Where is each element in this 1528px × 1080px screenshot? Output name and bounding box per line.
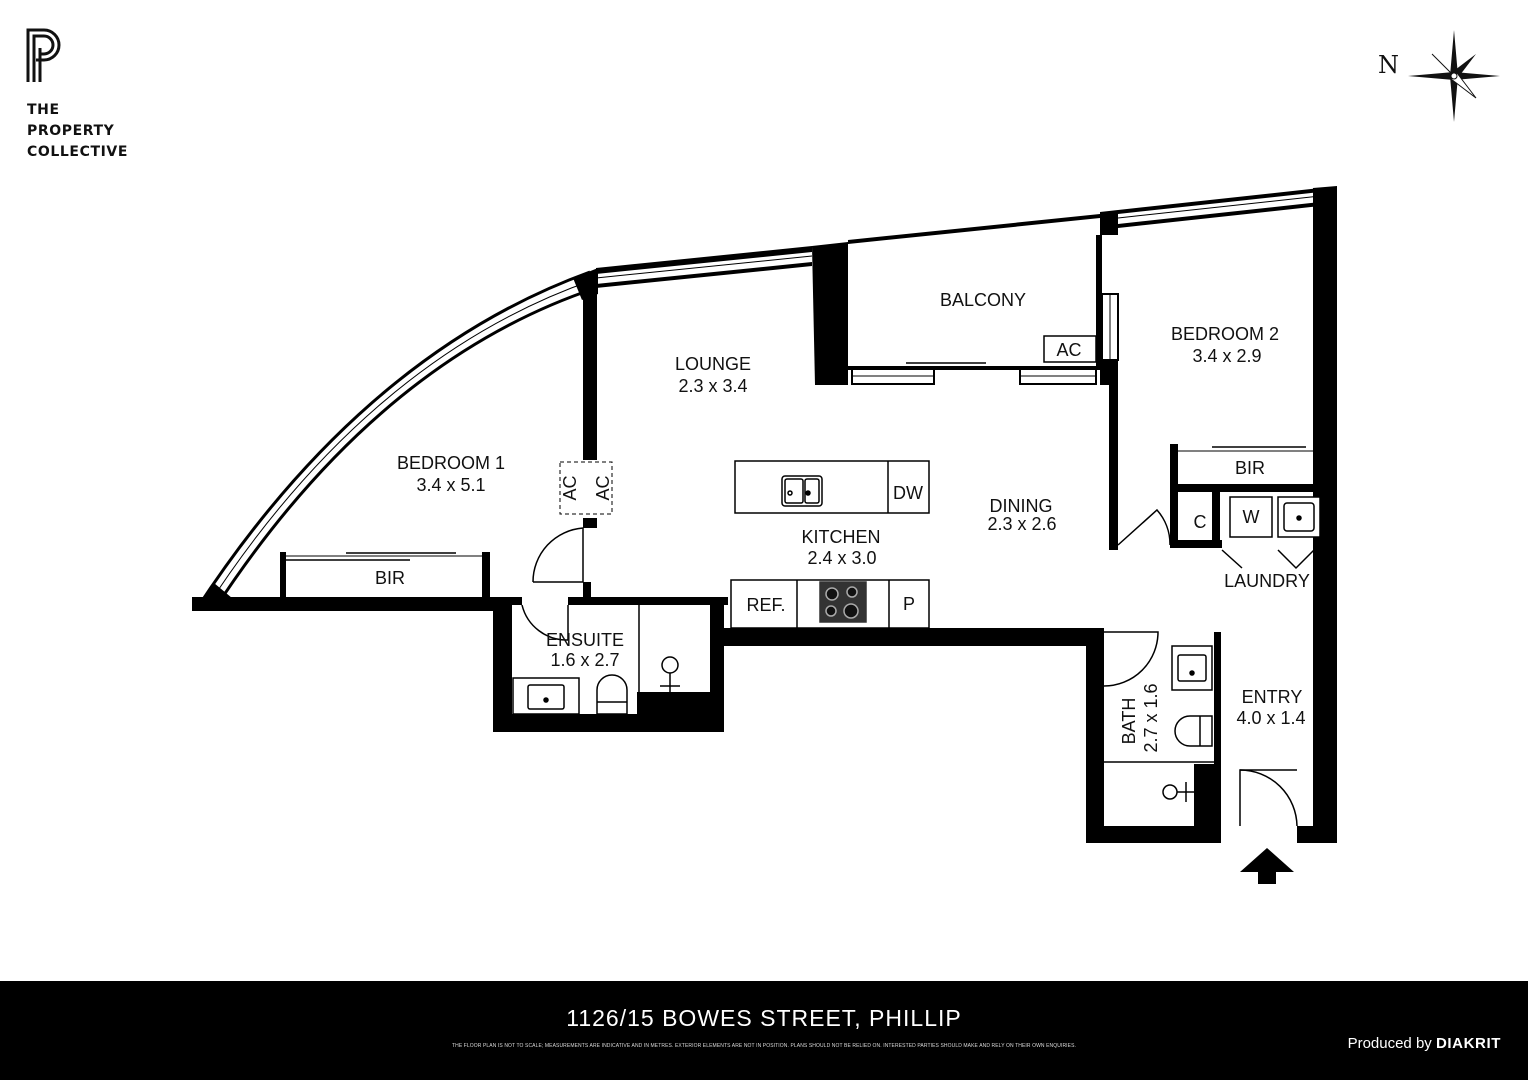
lounge-size: 2.3 x 3.4	[678, 376, 747, 396]
brand-name: THE PROPERTY COLLECTIVE	[27, 100, 128, 163]
brand-line-2: PROPERTY	[27, 123, 115, 139]
laundry-name: LAUNDRY	[1224, 571, 1310, 591]
disclaimer: THE FLOOR PLAN IS NOT TO SCALE; MEASUREM…	[451, 1043, 1077, 1049]
bedroom2-size: 3.4 x 2.9	[1192, 346, 1261, 366]
dishwasher-label: DW	[893, 483, 923, 503]
kitchen-size: 2.4 x 3.0	[807, 548, 876, 568]
property-collective-logo-icon	[26, 28, 61, 82]
ac-lounge-label: AC	[593, 475, 613, 500]
dining-name: DINING	[990, 496, 1053, 516]
walls	[192, 186, 1337, 843]
bath-size: 2.7 x 1.6	[1141, 683, 1161, 752]
producer-brand: DIAKRIT	[1435, 1035, 1501, 1052]
pantry-label: P	[903, 594, 915, 614]
ac-unit-balcony	[1043, 335, 1097, 363]
bedroom1-name: BEDROOM 1	[397, 453, 505, 473]
ac-units	[559, 461, 613, 515]
floor-plan: BALCONY LOUNGE 2.3 x 3.4 BEDROOM 1 3.4 x…	[192, 186, 1337, 884]
bir-bedroom1-label: BIR	[375, 568, 405, 588]
footer-bar: 1126/15 BOWES STREET, PHILLIP THE FLOOR …	[0, 981, 1528, 1080]
fridge-label: REF.	[746, 595, 785, 615]
ac-bedroom1-label: AC	[560, 475, 580, 500]
balcony-name: BALCONY	[940, 290, 1026, 310]
dining-size: 2.3 x 2.6	[987, 514, 1056, 534]
bath-name: BATH	[1119, 698, 1139, 745]
producer-prefix: Produced by	[1347, 1035, 1432, 1052]
bir-bedroom2-label: BIR	[1235, 458, 1265, 478]
lounge-name: LOUNGE	[675, 354, 751, 374]
compass-north-label: N	[1378, 51, 1399, 79]
ensuite-name: ENSUITE	[546, 630, 624, 650]
kitchen-island	[734, 460, 930, 514]
ensuite-fixtures	[512, 656, 680, 715]
balcony-windows	[851, 258, 1119, 385]
ac-balcony-label: AC	[1056, 340, 1081, 360]
entry-size: 4.0 x 1.4	[1236, 708, 1305, 728]
brand-line-1: THE	[27, 102, 60, 118]
brand-line-3: COLLECTIVE	[27, 144, 129, 160]
laundry-fixtures	[1229, 496, 1321, 538]
doors	[521, 508, 1315, 827]
washer-label: W	[1243, 507, 1260, 527]
entry-name: ENTRY	[1242, 687, 1303, 707]
kitchen-name: KITCHEN	[801, 527, 880, 547]
kitchen-bench	[730, 579, 930, 629]
cupboard-label: C	[1194, 512, 1207, 532]
bedroom1-size: 3.4 x 5.1	[416, 475, 485, 495]
bedroom2-name: BEDROOM 2	[1171, 324, 1279, 344]
bath-fixtures	[1162, 645, 1213, 802]
north-compass-icon: N	[1378, 30, 1500, 122]
producer-credit: Produced by DIAKRIT	[1348, 1035, 1501, 1052]
property-address: 1126/15 BOWES STREET, PHILLIP	[566, 1005, 962, 1031]
entry-arrow-icon	[1240, 848, 1294, 884]
ensuite-size: 1.6 x 2.7	[550, 650, 619, 670]
